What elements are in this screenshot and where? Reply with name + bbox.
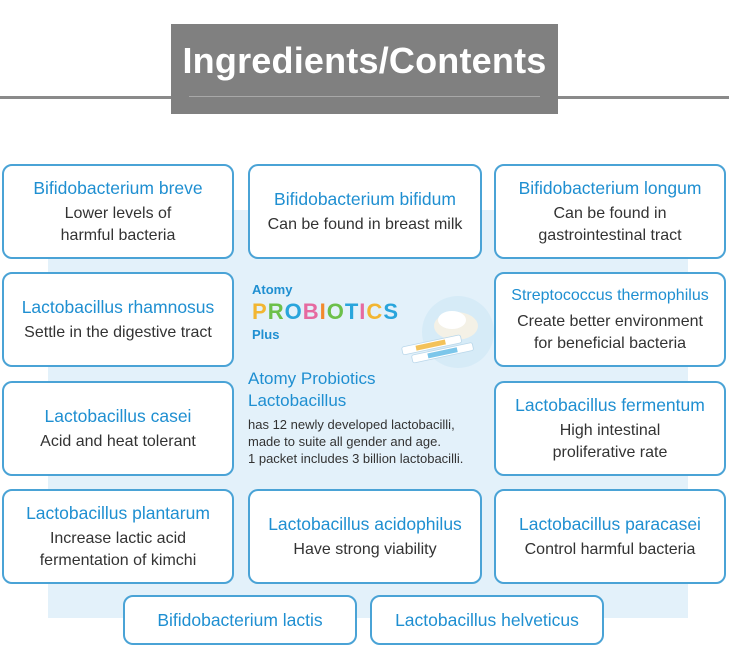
ingredient-desc: Create better environment for beneficial…: [517, 311, 703, 355]
ingredient-card: Streptococcus thermophilus Create better…: [494, 272, 726, 367]
center-description: has 12 newly developed lactobacilli, mad…: [248, 416, 463, 467]
ingredient-card: Lactobacillus plantarum Increase lactic …: [2, 489, 234, 584]
ingredient-desc: Settle in the digestive tract: [24, 322, 212, 344]
desc-line: Lower levels of: [64, 204, 172, 222]
logo-letter: S: [383, 299, 399, 324]
desc-line: harmful bacteria: [60, 226, 176, 244]
ingredient-desc: Increase lactic acid fermentation of kim…: [40, 528, 197, 572]
logo-letter: I: [359, 299, 367, 324]
ingredient-card: Lactobacillus casei Acid and heat tolera…: [2, 381, 234, 476]
ingredient-name: Bifidobacterium breve: [33, 177, 203, 198]
ingredient-desc: Have strong viability: [293, 539, 436, 561]
logo-letter: O: [284, 299, 303, 324]
ingredient-card: Bifidobacterium breve Lower levels of ha…: [2, 164, 234, 259]
ingredient-name: Lactobacillus casei: [44, 405, 192, 426]
desc-line: for beneficial bacteria: [533, 334, 687, 352]
desc-line: High intestinal: [559, 421, 661, 439]
desc-line: Have strong viability: [293, 540, 437, 558]
ingredient-name: Lactobacillus plantarum: [26, 502, 210, 523]
desc-line: Create better environment: [517, 312, 703, 330]
ingredient-name: Bifidobacterium longum: [518, 177, 702, 198]
ingredient-card: Lactobacillus helveticus: [370, 595, 604, 645]
ingredient-desc: Acid and heat tolerant: [40, 431, 196, 453]
ingredient-name: Lactobacillus rhamnosus: [21, 296, 215, 317]
ingredient-card: Lactobacillus paracasei Control harmful …: [494, 489, 726, 584]
logo-letter: C: [366, 299, 384, 324]
product-suffix: Plus: [252, 327, 280, 342]
desc-line: Increase lactic acid: [49, 529, 187, 547]
ingredient-card: Bifidobacterium bifidum Can be found in …: [248, 164, 482, 259]
ingredient-desc: High intestinal proliferative rate: [553, 420, 668, 464]
desc-line: Can be found in: [553, 204, 667, 222]
ingredient-card: Lactobacillus fermentum High intestinal …: [494, 381, 726, 476]
product-info: Atomy PROBIOTICS Plus Atomy Probiotics L…: [248, 282, 498, 472]
ingredient-name: Lactobacillus helveticus: [395, 610, 579, 630]
ingredient-card: Lactobacillus acidophilus Have strong vi…: [248, 489, 482, 584]
title-underline: [189, 96, 540, 97]
logo-letter: T: [344, 299, 360, 324]
logo-letter: B: [302, 299, 320, 324]
center-title: Atomy Probiotics Lactobacillus: [248, 368, 376, 412]
center-body-line: has 12 newly developed lactobacilli,: [248, 417, 455, 432]
center-body-line: made to suite all gender and age.: [248, 434, 441, 449]
page-title: Ingredients/Contents: [182, 40, 547, 81]
logo-letter: R: [267, 299, 285, 324]
ingredient-desc: Can be found in gastrointestinal tract: [538, 203, 681, 247]
logo-letter: O: [326, 299, 345, 324]
center-title-line: Lactobacillus: [248, 391, 347, 410]
ingredient-name: Lactobacillus paracasei: [519, 513, 701, 534]
product-powder-image: [401, 296, 494, 368]
logo-letter: P: [252, 299, 268, 324]
ingredient-desc: Can be found in breast milk: [268, 214, 463, 236]
desc-line: fermentation of kimchi: [39, 551, 197, 569]
brand-label: Atomy: [252, 282, 293, 297]
ingredient-name: Bifidobacterium lactis: [157, 610, 323, 630]
ingredient-name: Streptococcus thermophilus: [511, 286, 709, 304]
desc-line: Can be found in breast milk: [267, 215, 463, 233]
ingredient-desc: Control harmful bacteria: [525, 539, 696, 561]
product-logo: Atomy PROBIOTICS Plus: [252, 282, 399, 342]
ingredient-card: Bifidobacterium lactis: [123, 595, 357, 645]
ingredient-card: Lactobacillus rhamnosus Settle in the di…: [2, 272, 234, 367]
center-title-line: Atomy Probiotics: [248, 369, 376, 388]
logo-letter: I: [319, 299, 327, 324]
ingredient-name: Lactobacillus acidophilus: [268, 513, 462, 534]
ingredient-desc: Lower levels of harmful bacteria: [61, 203, 176, 247]
desc-line: proliferative rate: [552, 443, 668, 461]
desc-line: gastrointestinal tract: [538, 226, 682, 244]
center-body-line: 1 packet includes 3 billion lactobacilli…: [248, 451, 464, 466]
desc-line: Settle in the digestive tract: [24, 323, 212, 341]
product-name: PROBIOTICS: [252, 299, 399, 325]
ingredient-name: Bifidobacterium bifidum: [274, 188, 456, 209]
desc-line: Control harmful bacteria: [524, 540, 696, 558]
desc-line: Acid and heat tolerant: [40, 432, 196, 450]
title-banner: Ingredients/Contents: [171, 24, 558, 114]
ingredient-name: Lactobacillus fermentum: [515, 394, 705, 415]
ingredient-card: Bifidobacterium longum Can be found in g…: [494, 164, 726, 259]
